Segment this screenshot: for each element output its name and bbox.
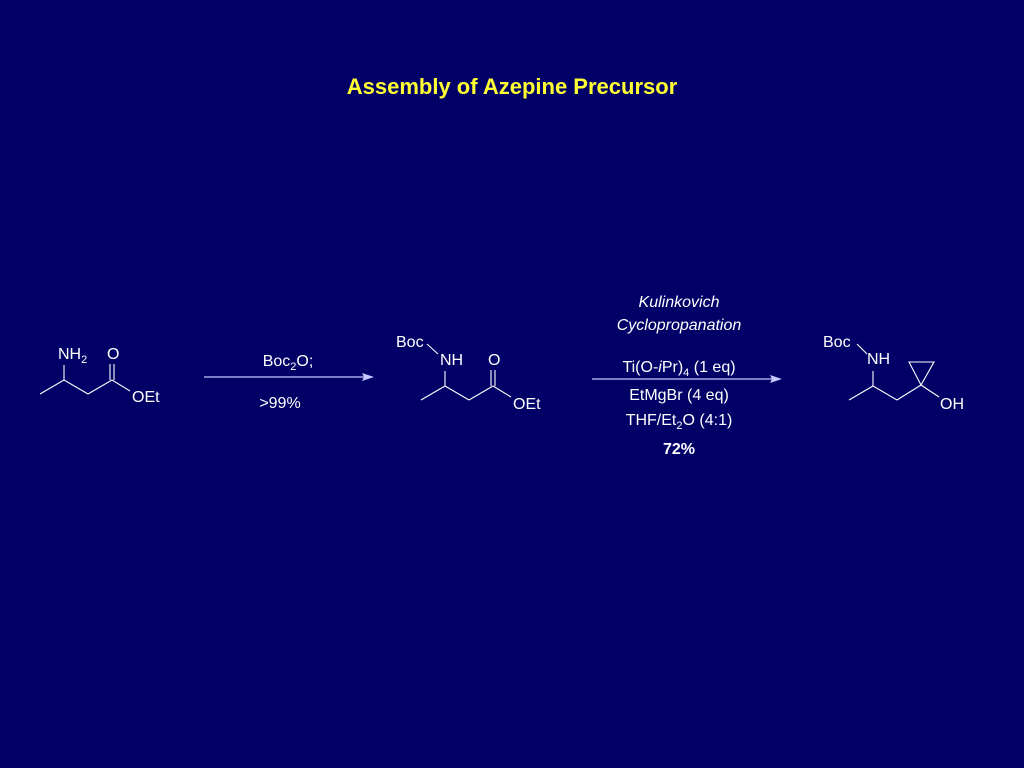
hydroxyl-label: OH bbox=[940, 396, 964, 413]
step2-reagent2: EtMgBr (4 eq) bbox=[629, 387, 729, 404]
bond bbox=[420, 385, 446, 401]
molecule-cyclopropanol: Boc NH OH bbox=[823, 334, 964, 413]
bond bbox=[444, 385, 470, 401]
step2-reagent1: Ti(O-iPr)4 (1 eq) bbox=[622, 359, 735, 379]
step1-yield: >99% bbox=[259, 395, 300, 412]
molecule-boc-ester: Boc NH O OEt bbox=[396, 334, 541, 413]
boc-label: Boc bbox=[396, 334, 424, 351]
step2-arrow-group: Kulinkovich Cyclopropanation Ti(O-iPr)4 … bbox=[592, 294, 782, 458]
step2-name-line2: Cyclopropanation bbox=[617, 317, 742, 334]
bond bbox=[426, 343, 439, 355]
step1-arrowhead bbox=[362, 373, 374, 381]
molecule-amino-ester: NH2 O OEt bbox=[39, 346, 160, 406]
amine-label: NH2 bbox=[58, 346, 87, 366]
bond bbox=[872, 385, 898, 401]
bond bbox=[63, 379, 89, 395]
step1-reagent: Boc2O; bbox=[263, 353, 314, 373]
bond bbox=[87, 379, 113, 395]
ester-label: OEt bbox=[513, 396, 541, 413]
step2-yield: 72% bbox=[663, 441, 695, 458]
boc-label: Boc bbox=[823, 334, 851, 351]
bond bbox=[856, 343, 868, 355]
carbonyl-oxygen-label: O bbox=[488, 352, 500, 369]
slide-title: Assembly of Azepine Precursor bbox=[346, 74, 678, 99]
bond bbox=[920, 384, 940, 398]
carbonyl-oxygen-label: O bbox=[107, 346, 119, 363]
step2-arrowhead bbox=[770, 375, 782, 383]
step2-name-line1: Kulinkovich bbox=[639, 294, 720, 311]
amine-label: NH bbox=[867, 351, 890, 368]
bond bbox=[492, 385, 512, 398]
cyclopropane-ring bbox=[908, 361, 935, 387]
bond bbox=[39, 379, 65, 395]
bond bbox=[468, 385, 494, 401]
amine-label: NH bbox=[440, 352, 463, 369]
bond bbox=[111, 379, 131, 392]
bond bbox=[896, 384, 922, 401]
bond bbox=[848, 385, 874, 401]
ester-label: OEt bbox=[132, 389, 160, 406]
step1-arrow-group: Boc2O; >99% bbox=[204, 353, 374, 412]
step2-reagent3: THF/Et2O (4:1) bbox=[626, 412, 733, 432]
